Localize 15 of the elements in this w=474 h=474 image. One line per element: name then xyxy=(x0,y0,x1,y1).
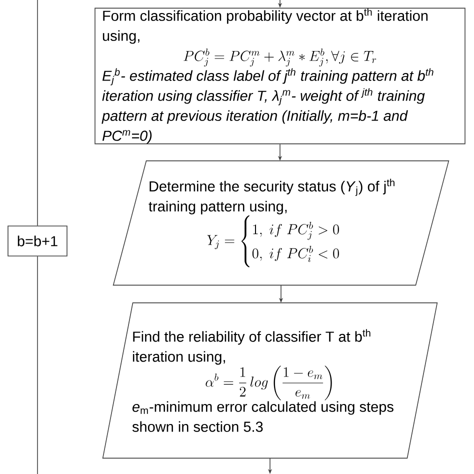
formula: $Y_j = \begin{cases}1,\ if\ PC_j^b > 0\\ 0,\ if\ PC_i^b < 0\end{cases}$ xyxy=(207,215,339,268)
note-text: e$_{m}$-minimum error calculated using steps shown in section 5.3 xyxy=(132,401,394,432)
io-parallelogram xyxy=(102,302,438,459)
step-text: b=b+1 xyxy=(18,236,58,246)
formula: $PC_j^b = PC_j^m + \lambda_j^m * E_j^b, \forall j \in T_r$ xyxy=(184,48,376,67)
process-box xyxy=(94,8,466,144)
step-text: Form classification probability vector at b$^{th}$ iteration using, xyxy=(102,8,428,44)
step-text: Determine the security status (Y$_{j}$) of j$^{th}$ training pattern using, xyxy=(148,178,394,214)
io-parallelogram xyxy=(112,160,450,286)
process-box xyxy=(8,226,68,256)
note-text: E$_{j}$$^{b}$- estimated class label of j$^{th}$ training pattern at b$^{th}$ iteration using classifier T, λ$_{j}$$^{m}$- weight of$^{jth}$ training pattern at previous iteration (Initially, m=b-1 and PC$^{m}$=0) xyxy=(102,68,434,144)
connector-line xyxy=(37,0,38,226)
step-text: Find the reliability of classifier T at b$^{th}$ iteration using, xyxy=(132,329,370,365)
connector-line xyxy=(37,256,38,474)
formula: $\alpha^b = \frac{1}{2}\, log\left(\frac{1-e_m}{e_m}\right)$ xyxy=(206,366,332,400)
